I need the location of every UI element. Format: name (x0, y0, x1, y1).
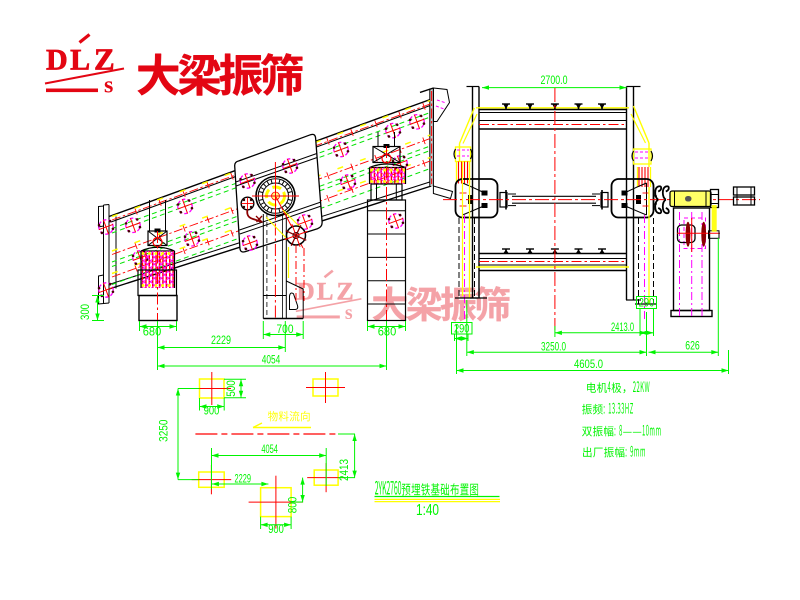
svg-text:Z: Z (94, 42, 115, 77)
svg-text:900: 900 (268, 522, 284, 536)
svg-text:900: 900 (204, 404, 220, 418)
svg-text:s: s (104, 73, 113, 99)
svg-text:500: 500 (224, 380, 238, 397)
svg-text:3250.0: 3250.0 (541, 340, 566, 354)
svg-text:4605.0: 4605.0 (574, 357, 603, 371)
svg-text:800: 800 (285, 496, 299, 513)
svg-text:626: 626 (685, 339, 700, 353)
svg-text:2700.0: 2700.0 (541, 73, 568, 87)
svg-text:DL: DL (46, 44, 93, 77)
svg-text:680: 680 (143, 325, 162, 339)
svg-text:2229: 2229 (211, 333, 231, 347)
svg-text:290: 290 (639, 296, 655, 310)
svg-text:4054: 4054 (261, 442, 278, 456)
svg-text:s: s (345, 302, 353, 324)
svg-text:290: 290 (454, 322, 470, 336)
svg-text:3250: 3250 (157, 419, 171, 442)
svg-text:2413.0: 2413.0 (611, 320, 634, 334)
svg-text:Z: Z (337, 277, 354, 306)
svg-text:4054: 4054 (262, 353, 281, 367)
svg-text:DL: DL (297, 279, 336, 306)
svg-text:1:40: 1:40 (416, 502, 439, 519)
svg-text:2413: 2413 (337, 459, 351, 481)
svg-text:2229: 2229 (235, 472, 252, 486)
svg-text:300: 300 (78, 304, 92, 320)
svg-text:680: 680 (378, 325, 397, 339)
